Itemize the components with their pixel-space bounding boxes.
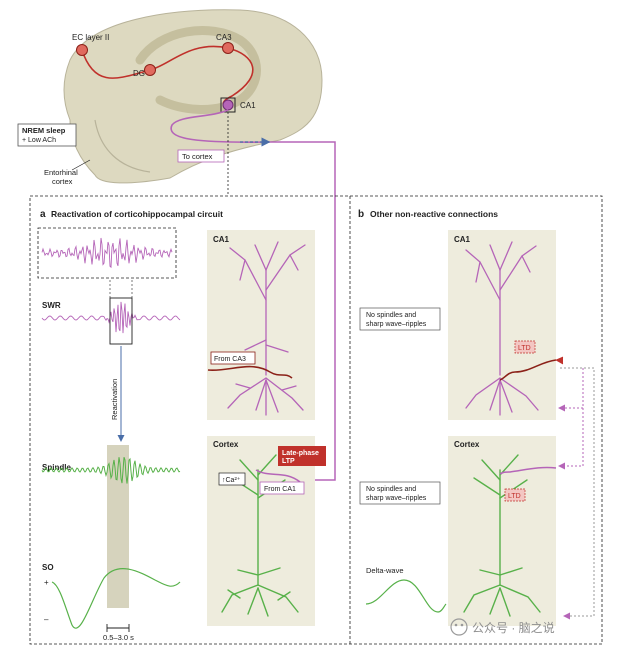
temporal-lobe [94,119,151,173]
b-dotted-purple-2 [558,408,584,470]
spindle-trace [41,457,181,484]
b-cortex-note-box [359,481,441,505]
a-ca3-axon [207,365,293,379]
swr-trace [41,301,181,334]
delta-label: Delta-wave [366,566,404,575]
ca3-node [222,42,234,54]
b-cortex-ltd-label: LTD [508,493,521,500]
b-dotted-purple [558,368,584,412]
ec-node [76,44,88,56]
b-cortex-ltd-box [504,488,526,502]
ca1-output-path [170,109,271,143]
b-ca1-ltd-label: LTD [518,345,531,352]
to-cortex-box [177,149,225,163]
so-minus: – [44,615,49,624]
ca1-node [222,99,234,111]
ca3-label: CA3 [216,33,232,42]
b-ca1-input-axon [499,466,557,475]
ec-label: EC layer II [72,33,109,42]
from-ca1-box [259,481,305,495]
a-ca1-neuron [227,241,306,416]
b-cortex-title: Cortex [454,440,480,449]
b-ca1-ltd-box [514,340,536,354]
b-cortex-note-line1: No spindles and [366,486,416,493]
a-ca1-input-axon [255,469,301,483]
a-ca1-panel [207,230,315,420]
so-plus: + [44,578,49,587]
panel-b-title: Other non-reactive connections [370,209,498,219]
a-ca1-title: CA1 [213,235,230,244]
reactivation-band [107,445,129,608]
timescale-label: 0.5–3.0 s [103,633,134,642]
calcium-label: ↑Ca²⁺ [222,477,241,484]
b-cortex-note-line2: sharp wave–ripples [366,495,427,502]
swr-zoom-trace [41,237,173,269]
ca1-label: CA1 [240,101,256,110]
b-ca1-note-line1: No spindles and [366,312,416,319]
ltp-line1: Late-phase [282,450,319,457]
b-ca1-panel [448,230,556,420]
watermark-icon-dot-b [460,623,464,627]
state-line2: + Low ACh [22,137,56,144]
ltp-box [278,446,326,466]
b-ca1-note-box [359,307,441,331]
entorhinal-label2: cortex [52,177,73,186]
b-ca3-arrowhead [555,356,564,365]
panel-b-letter: b [358,209,364,220]
b-ca3-axon [499,359,557,381]
b-cortex-neuron [463,454,541,617]
watermark-text: 公众号 · 脑之说 [472,620,555,635]
state-box [17,123,77,147]
to-cortex-label: To cortex [182,152,213,161]
from-ca3-label: From CA3 [214,356,246,363]
panel-a-letter: a [40,209,46,220]
b-ca1-neuron [465,241,539,416]
entorhinal-label1: Entorhinal [44,168,78,177]
swr-window [109,297,133,345]
ltp-line2: LTP [282,458,295,465]
brain-section: EC layer II DG CA3 CA1 To cortex NREM sl… [17,9,323,186]
b-cortex-panel [448,436,556,626]
b-ca1-note-line2: sharp wave–ripples [366,321,427,328]
so-label: SO [42,563,54,572]
reactivation-label: Reactivation [110,379,119,420]
so-trace [51,568,181,629]
state-line1: NREM sleep [22,126,66,135]
swr-label: SWR [42,301,61,310]
watermark-icon-dot-a [454,623,458,627]
b-dotted-grey [560,367,595,620]
panel-a-title: Reactivation of corticohippocampal circu… [51,209,223,219]
swr-zoom-box [37,227,177,279]
dg-label: DG [133,69,145,78]
dg-node [144,64,156,76]
main-frame [29,195,603,645]
spindle-label: Spindle [42,463,71,472]
a-cortex-title: Cortex [213,440,239,449]
watermark-icon [450,618,468,636]
calcium-box [218,472,246,486]
from-ca3-box [210,351,256,365]
delta-trace [365,579,447,613]
entorhinal-leader [71,159,91,171]
hippocampus-shape [135,26,261,114]
from-ca1-label: From CA1 [264,486,296,493]
b-ca1-title: CA1 [454,235,471,244]
